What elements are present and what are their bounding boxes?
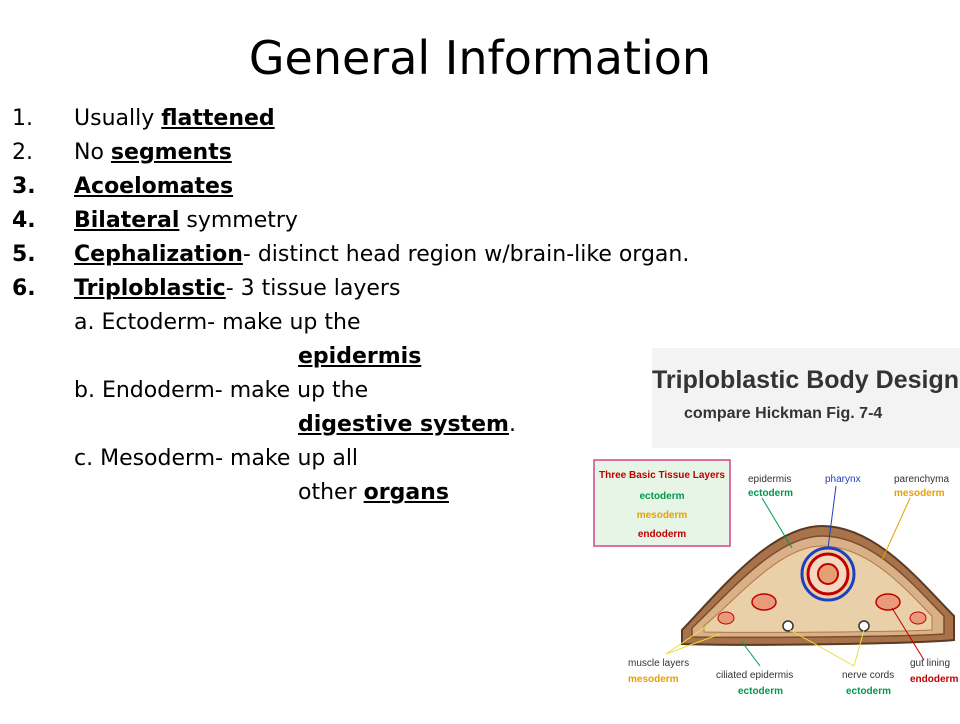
list-number: 2. bbox=[12, 140, 33, 165]
leader-muscle-2 bbox=[665, 633, 721, 655]
sub-item-c-term-line: other organs bbox=[298, 476, 449, 510]
gut-pouch-left-outer bbox=[717, 611, 735, 625]
box-mesoderm: mesoderm bbox=[637, 510, 688, 521]
figure-title: Triploblastic Body Design bbox=[652, 366, 959, 394]
list-number: 4. bbox=[12, 208, 36, 233]
list-number: 3. bbox=[12, 174, 36, 199]
label-endoderm-bottom: endoderm bbox=[910, 674, 958, 685]
box-ectoderm: ectoderm bbox=[639, 491, 684, 502]
label-ciliated-epidermis: ciliated epidermis bbox=[716, 670, 793, 681]
leader-pharynx bbox=[827, 485, 837, 549]
item-term: Bilateral bbox=[74, 208, 180, 233]
item-term: Triploblastic bbox=[74, 276, 226, 301]
sub-item-b-after: . bbox=[508, 412, 516, 437]
label-muscle-layers: muscle layers bbox=[628, 658, 689, 669]
sub-item-c: c. Mesoderm- make up all bbox=[74, 446, 359, 471]
triploblastic-figure: Triploblastic Body Design compare Hickma… bbox=[592, 348, 960, 720]
leader-parenchyma bbox=[881, 497, 911, 561]
label-pharynx: pharynx bbox=[825, 474, 861, 485]
label-nerve-cords: nerve cords bbox=[842, 670, 894, 681]
label-ectoderm-bottom-2: ectoderm bbox=[846, 686, 891, 697]
tissue-layers-box-title: Three Basic Tissue Layers bbox=[599, 470, 725, 481]
item-term: flattened bbox=[161, 106, 275, 131]
sub-item-a-term: epidermis bbox=[298, 344, 422, 369]
leader-nerve-1 bbox=[789, 629, 855, 667]
label-parenchyma: parenchyma bbox=[894, 474, 949, 485]
leader-epidermis bbox=[761, 497, 793, 549]
item-text: No bbox=[74, 140, 111, 165]
gut-pouch-left bbox=[751, 593, 777, 611]
sub-item-c-term: organs bbox=[363, 480, 449, 505]
sub-item-a: a. Ectoderm- make up the bbox=[74, 310, 361, 335]
label-ectoderm-top: ectoderm bbox=[748, 488, 793, 499]
item-term: Acoelomates bbox=[74, 174, 234, 199]
list-number: 6. bbox=[12, 276, 36, 301]
sub-item-b-term-line: digestive system. bbox=[298, 408, 516, 442]
nerve-cord-right bbox=[858, 620, 870, 632]
sub-item-c-pre: other bbox=[298, 480, 364, 505]
nerve-cord-left bbox=[782, 620, 794, 632]
label-epidermis: epidermis bbox=[748, 474, 791, 485]
leader-gut-lining bbox=[891, 607, 925, 661]
list-number: 1. bbox=[12, 106, 33, 131]
leader-ciliated bbox=[741, 641, 761, 667]
label-mesoderm-bottom: mesoderm bbox=[628, 674, 679, 685]
leader-muscle-1 bbox=[665, 623, 711, 655]
item-text: symmetry bbox=[179, 208, 298, 233]
label-gut-lining: gut lining bbox=[910, 658, 950, 669]
list-number: 5. bbox=[12, 242, 36, 267]
sub-item-b-term: digestive system bbox=[298, 412, 509, 437]
gut-pouch-right-outer bbox=[909, 611, 927, 625]
slide-title: General Information bbox=[248, 31, 712, 85]
label-mesoderm-top: mesoderm bbox=[894, 488, 945, 499]
gut-pouch-right bbox=[875, 593, 901, 611]
box-endoderm: endoderm bbox=[638, 529, 686, 540]
sub-item-b: b. Endoderm- make up the bbox=[74, 378, 369, 403]
label-ectoderm-bottom-1: ectoderm bbox=[738, 686, 783, 697]
triploblastic-diagram: Triploblastic Body Design compare Hickma… bbox=[593, 348, 960, 697]
gut-lumen bbox=[817, 563, 839, 585]
tissue-layers-box bbox=[593, 459, 731, 547]
item-text: Usually bbox=[74, 106, 162, 131]
item-text: - distinct head region w/brain-like orga… bbox=[242, 242, 690, 267]
leader-nerve-2 bbox=[853, 629, 865, 667]
figure-header-bg bbox=[652, 348, 960, 448]
item-text: - 3 tissue layers bbox=[225, 276, 401, 301]
figure-subtitle: compare Hickman Fig. 7-4 bbox=[684, 405, 882, 422]
item-term: Cephalization bbox=[74, 242, 243, 267]
item-term: segments bbox=[110, 140, 232, 165]
